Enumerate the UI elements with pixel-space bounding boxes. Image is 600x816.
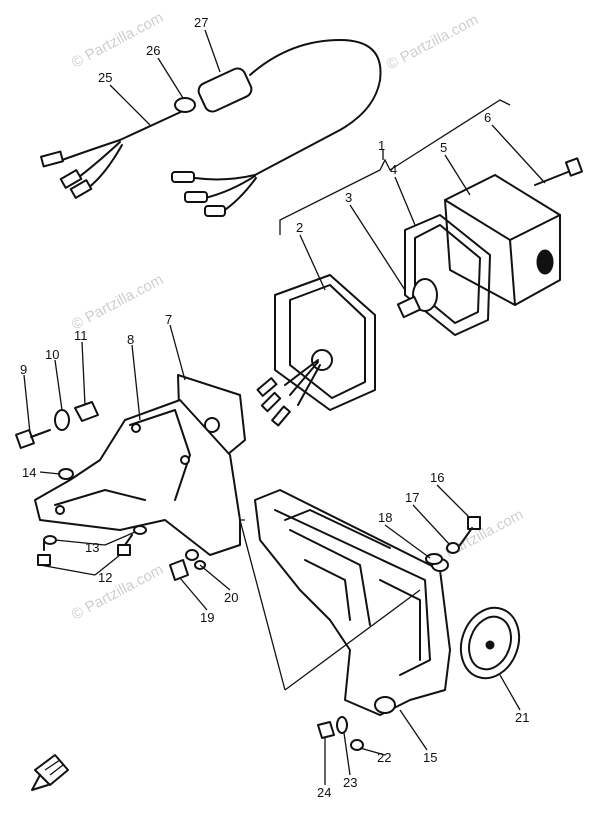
callout-26: 26 [146, 43, 160, 58]
callout-14: 14 [22, 465, 36, 480]
license-bracket-part-15 [254, 489, 451, 716]
callout-18: 18 [378, 510, 392, 525]
washer-part-20 [185, 549, 199, 561]
callout-6: 6 [484, 110, 491, 125]
group-bracket-line [239, 519, 286, 691]
reflector-part-21 [459, 606, 521, 680]
callout-5: 5 [440, 140, 447, 155]
nut-part-19 [169, 559, 189, 581]
washer-part-13 [43, 535, 57, 545]
callout-9: 9 [20, 362, 27, 377]
callout-13: 13 [85, 540, 99, 555]
housing-part-2 [256, 274, 376, 427]
collar-part-14 [58, 468, 74, 480]
taillight-assembly [256, 99, 584, 427]
bracket-assembly [15, 374, 246, 581]
grommet-part-26 [174, 97, 196, 113]
callout-15: 15 [423, 750, 437, 765]
washer-part-18 [425, 553, 443, 565]
right-fasteners [317, 516, 521, 751]
bracket-part-8 [34, 399, 241, 556]
callout-20: 20 [224, 590, 238, 605]
callout-8: 8 [127, 332, 134, 347]
bulb-part-3 [396, 278, 438, 319]
nut-part-11 [74, 401, 99, 422]
wire-harness [40, 39, 382, 217]
callout-11: 11 [74, 328, 88, 343]
callout-4: 4 [390, 162, 397, 177]
callout-3: 3 [345, 190, 352, 205]
connector-part-27 [197, 67, 253, 113]
screw-part-12 [37, 534, 133, 566]
watermark-1: © Partzilla.com [69, 9, 166, 71]
watermark-5: © Partzilla.com [69, 561, 166, 623]
callout-21: 21 [515, 710, 529, 725]
washer-part-23 [336, 716, 348, 734]
callout-23: 23 [343, 775, 357, 790]
callout-1: 1 [378, 138, 385, 153]
nut-part-22 [350, 739, 364, 751]
callout-22: 22 [377, 750, 391, 765]
bolt-part-9 [15, 429, 51, 449]
callout-10: 10 [45, 347, 59, 362]
watermark-3: © Partzilla.com [69, 271, 166, 333]
leader-lines [23, 29, 546, 785]
callout-12: 12 [98, 570, 112, 585]
callout-2: 2 [296, 220, 303, 235]
callout-16: 16 [430, 470, 444, 485]
callout-19: 19 [200, 610, 214, 625]
callout-labels: 1 2 3 4 5 6 7 8 9 10 11 12 13 14 15 16 1… [20, 15, 529, 800]
washer-part-17 [446, 542, 460, 554]
callout-7: 7 [165, 312, 172, 327]
bolt-part-16 [459, 516, 481, 546]
washer-part-10 [54, 409, 70, 431]
watermark-2: © Partzilla.com [384, 11, 481, 73]
nut-part-24 [317, 721, 335, 739]
callout-27: 27 [194, 15, 208, 30]
callout-24: 24 [317, 785, 331, 800]
callout-17: 17 [405, 490, 419, 505]
callout-25: 25 [98, 70, 112, 85]
lens-part-5 [444, 174, 561, 306]
front-arrow-icon [31, 754, 69, 791]
